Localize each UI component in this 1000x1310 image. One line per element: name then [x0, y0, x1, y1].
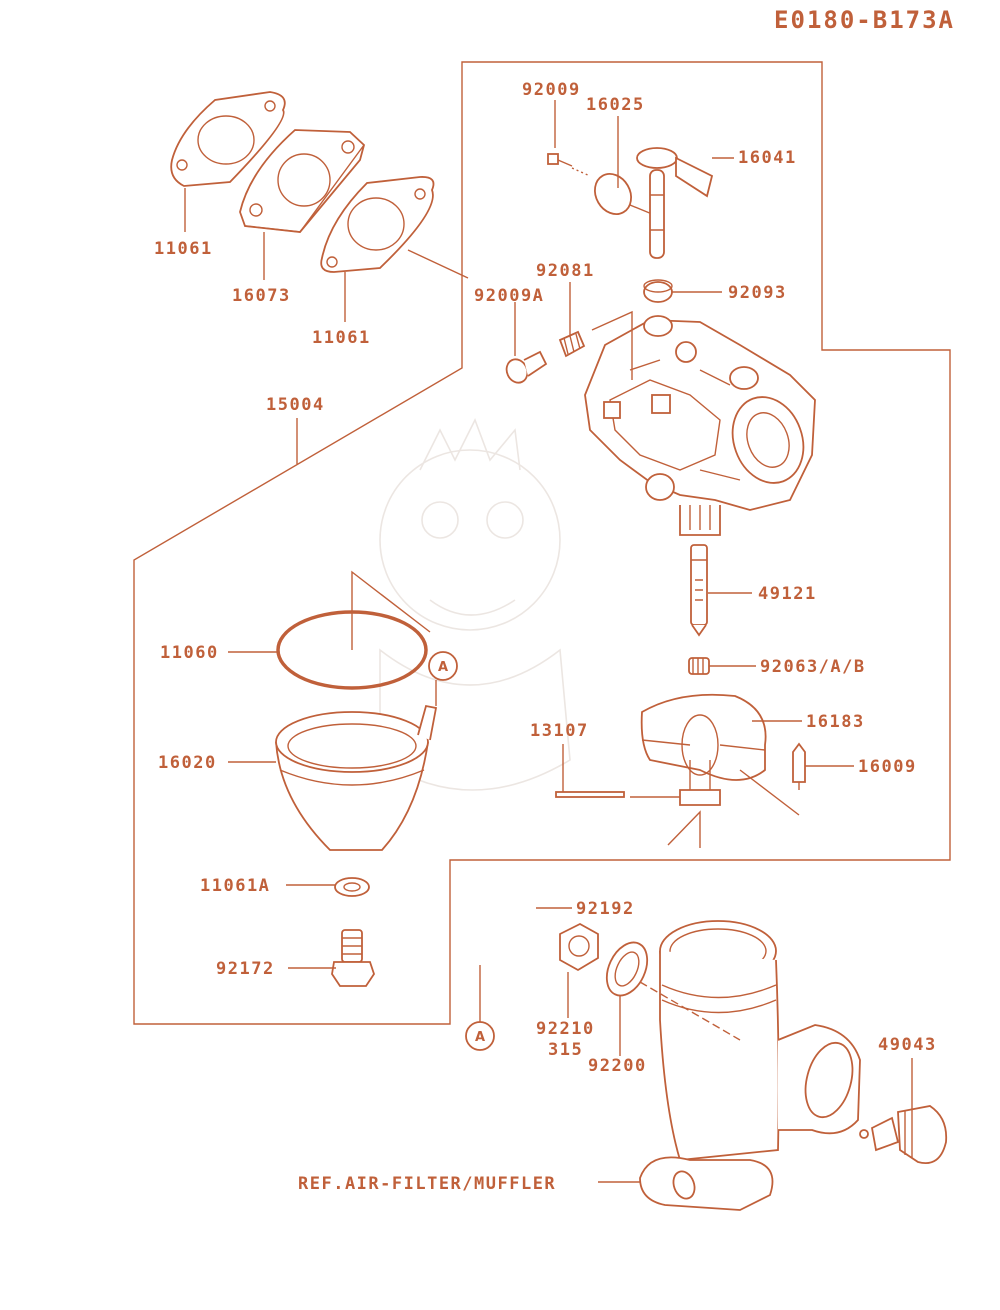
label-92081: 92081: [536, 261, 595, 281]
main-nozzle-49121: [690, 544, 708, 637]
throttle-shaft-16041: [636, 147, 714, 259]
svg-text:A: A: [438, 660, 448, 675]
label-11061-top: 11061: [154, 239, 213, 259]
o-ring-11060: [276, 570, 431, 690]
label-16183: 16183: [806, 712, 865, 732]
label-92063: 92063/A/B: [760, 657, 866, 677]
seal-92093: [643, 279, 673, 303]
label-16025: 16025: [586, 95, 645, 115]
label-49043: 49043: [878, 1035, 937, 1055]
label-16073: 16073: [232, 286, 291, 306]
main-jet-92063: [688, 657, 710, 675]
part-labels: 92009 16025 16041 11061 16073 11061 9200…: [154, 80, 937, 1194]
label-ref-air-filter-muffler: REF.AIR-FILTER/MUFFLER: [298, 1174, 556, 1194]
gasket-11061-bottom: [320, 176, 435, 273]
label-11061-bottom: 11061: [312, 328, 371, 348]
label-92172: 92172: [216, 959, 275, 979]
nut-92210: [559, 922, 599, 972]
pipe-92192: [469, 884, 551, 968]
label-15004: 15004: [266, 395, 325, 415]
marker-a-bottom: A: [465, 1021, 495, 1051]
label-16009: 16009: [858, 757, 917, 777]
spacer-16073: [239, 129, 366, 233]
float-pin-13107: [555, 791, 701, 848]
assembly-boundary-line: [133, 61, 951, 1025]
label-16041: 16041: [738, 148, 797, 168]
carburetor-body: [584, 310, 816, 536]
watermark-mascot: [379, 418, 571, 791]
gasket-11061-top: [170, 91, 286, 187]
label-92009: 92009: [522, 80, 581, 100]
label-13107: 13107: [530, 721, 589, 741]
label-11060: 11060: [160, 643, 219, 663]
label-92200: 92200: [588, 1056, 647, 1076]
gasket-11061A: [334, 877, 370, 897]
float-16183: [640, 693, 767, 806]
intake-pipe: [639, 920, 861, 1211]
label-315: 315: [548, 1040, 583, 1060]
label-92093: 92093: [728, 283, 787, 303]
label-92009A: 92009A: [474, 286, 544, 306]
washer-92200: [605, 941, 649, 997]
float-bowl-16020: [275, 704, 438, 851]
label-49121: 49121: [758, 584, 817, 604]
leader-lines: [184, 100, 913, 1183]
spring-92081: [558, 330, 586, 358]
marker-a-top: A: [428, 651, 458, 681]
svg-text:A: A: [475, 1030, 485, 1045]
screw-92009A: [505, 350, 548, 384]
solenoid-49043: [859, 1105, 948, 1164]
needle-valve-16009: [739, 742, 806, 816]
diagram-title: E0180-B173A: [774, 6, 955, 34]
drain-bolt-92172: [331, 929, 375, 987]
screw-92009: [547, 153, 591, 177]
throttle-valve-16025: [594, 173, 653, 215]
label-16020: 16020: [158, 753, 217, 773]
label-11061A: 11061A: [200, 876, 270, 896]
label-92192: 92192: [576, 899, 635, 919]
label-92210: 92210: [536, 1019, 595, 1039]
